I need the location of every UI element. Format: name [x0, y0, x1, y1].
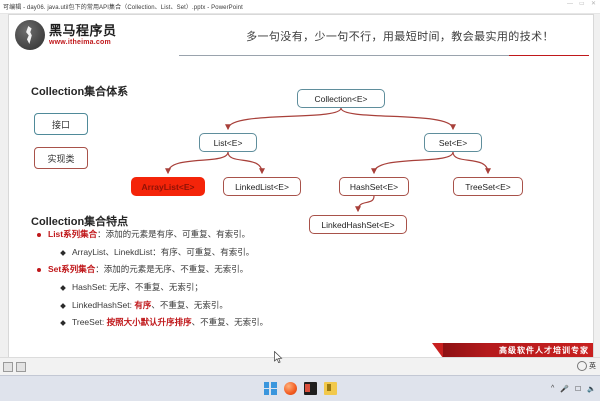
diagram-heading: Collection集合体系 [31, 86, 129, 98]
edge-collection-to-set [340, 107, 456, 131]
network-icon[interactable]: ☐ [575, 385, 582, 393]
bullet-item: LinkedHashSet: 有序、不重复、无索引。 [55, 300, 401, 311]
slide-header: 黑马程序员 www.itheima.com 多一句没有，少一句不行，用最短时间，… [9, 15, 593, 57]
footer-ribbon: 高级软件人才培训专家 [432, 343, 593, 358]
bullet-text: LinkedHashSet: 有序、不重复、无索引。 [72, 299, 228, 310]
points-heading: Collection集合特点 [31, 216, 129, 228]
bullet-dot-icon [37, 268, 41, 273]
windows-taskbar: ^ 🎤 ☐ 🔈 [0, 375, 600, 401]
normal-view-icon[interactable] [3, 362, 13, 372]
feature-bullet-list: List系列集合：添加的元素是有序、可重复、有索引。 ArrayList、Line… [31, 229, 401, 335]
windows-start-icon[interactable] [263, 382, 277, 395]
browser-icon[interactable] [283, 382, 297, 395]
bullet-diamond-icon [60, 285, 66, 291]
bullet-text: List系列集合：添加的元素是有序、可重复、有索引。 [48, 229, 251, 239]
edge-collection-to-list [225, 107, 342, 131]
taskbar-items [0, 376, 600, 401]
slide-canvas[interactable]: 黑马程序员 www.itheima.com 多一句没有，少一句不行，用最短时间，… [8, 14, 594, 359]
horse-logo-icon [15, 20, 45, 50]
bullet-diamond-icon [60, 320, 66, 326]
edge-set-to-treeset [452, 151, 491, 175]
window-title: 可编辑 - day06. java.util包下的常用API集合（Collect… [3, 5, 243, 11]
edge-set-to-hashset [371, 151, 454, 175]
diagram-node-treeset[interactable]: TreeSet<E> [453, 177, 523, 196]
diagram-node-collection[interactable]: Collection<E> [297, 89, 385, 108]
statusbar-right: 英 [577, 361, 596, 371]
bullet-item: List系列集合：添加的元素是有序、可重复、有索引。 [31, 229, 401, 240]
bullet-text: Set系列集合：添加的元素是无序、不重复、无索引。 [48, 264, 249, 275]
brand-logo: 黑马程序员 www.itheima.com [15, 20, 117, 50]
legend-implementation: 实现类 [34, 147, 88, 169]
diagram-node-hashset[interactable]: HashSet<E> [339, 177, 409, 196]
minimize-button[interactable]: — [567, 1, 573, 7]
close-button[interactable]: ✕ [591, 1, 597, 7]
powerpoint-statusbar: 英 [0, 357, 600, 376]
header-divider [179, 55, 589, 56]
microphone-icon[interactable]: 🎤 [560, 385, 569, 393]
bullet-text: TreeSet: 按照大小默认升序排序、不重复、无索引。 [72, 317, 269, 328]
diagram-node-linkedlist[interactable]: LinkedList<E> [223, 177, 301, 196]
bullet-text: HashSet: 无序、不重复、无索引； [72, 281, 203, 292]
app-icon[interactable] [303, 382, 317, 395]
brand-url: www.itheima.com [49, 39, 111, 46]
notes-icon[interactable] [323, 382, 337, 395]
bullet-item: ArrayList、LinekdList：有序、可重复、有索引。 [55, 247, 401, 258]
edge-list-to-arraylist [165, 151, 229, 175]
mouse-cursor [274, 351, 283, 364]
ime-indicator[interactable]: 英 [577, 361, 596, 371]
header-divider-accent [509, 55, 589, 56]
bullet-diamond-icon [60, 302, 66, 309]
bullet-diamond-icon [60, 249, 66, 256]
bullet-text: ArrayList、LinekdList：有序、可重复、有索引。 [72, 246, 255, 257]
diagram-node-list[interactable]: List<E> [199, 133, 257, 152]
collection-hierarchy-diagram: Collection<E> List<E> Set<E> ArrayList<E> Li… [9, 71, 593, 234]
edge-hashset-to-linkedhashset [355, 195, 375, 213]
view-buttons [3, 362, 26, 372]
system-tray: ^ 🎤 ☐ 🔈 [551, 376, 596, 401]
window-controls: — ▭ ✕ [567, 1, 598, 8]
bullet-item: TreeSet: 按照大小默认升序排序、不重复、无索引。 [55, 317, 401, 328]
bullet-item: Set系列集合：添加的元素是无序、不重复、无索引。 [31, 264, 401, 275]
legend-interface: 接口 [34, 113, 88, 135]
brand-name: 黑马程序员 [49, 23, 117, 38]
volume-icon[interactable]: 🔈 [587, 385, 596, 393]
ime-label: 英 [589, 363, 596, 370]
slide-slogan: 多一句没有，少一句不行，用最短时间，教会最实用的技术！ [246, 30, 554, 43]
diagram-node-set[interactable]: Set<E> [424, 133, 482, 152]
tray-chevron-icon[interactable]: ^ [550, 385, 555, 392]
window-titlebar: 可编辑 - day06. java.util包下的常用API集合（Collect… [0, 0, 600, 14]
bullet-item: HashSet: 无序、不重复、无索引； [55, 282, 401, 293]
diagram-node-arraylist[interactable]: ArrayList<E> [131, 177, 205, 196]
ribbon-text: 高级软件人才培训专家 [499, 346, 589, 355]
bullet-dot-icon [37, 233, 41, 237]
diagram-edges [165, 107, 491, 213]
ime-circle-icon [577, 361, 587, 371]
maximize-button[interactable]: ▭ [579, 1, 585, 7]
edge-list-to-linkedlist [227, 151, 265, 175]
diagram-node-linkedhashset[interactable]: LinkedHashSet<E> [309, 215, 407, 234]
slide-sorter-view-icon[interactable] [16, 362, 26, 372]
